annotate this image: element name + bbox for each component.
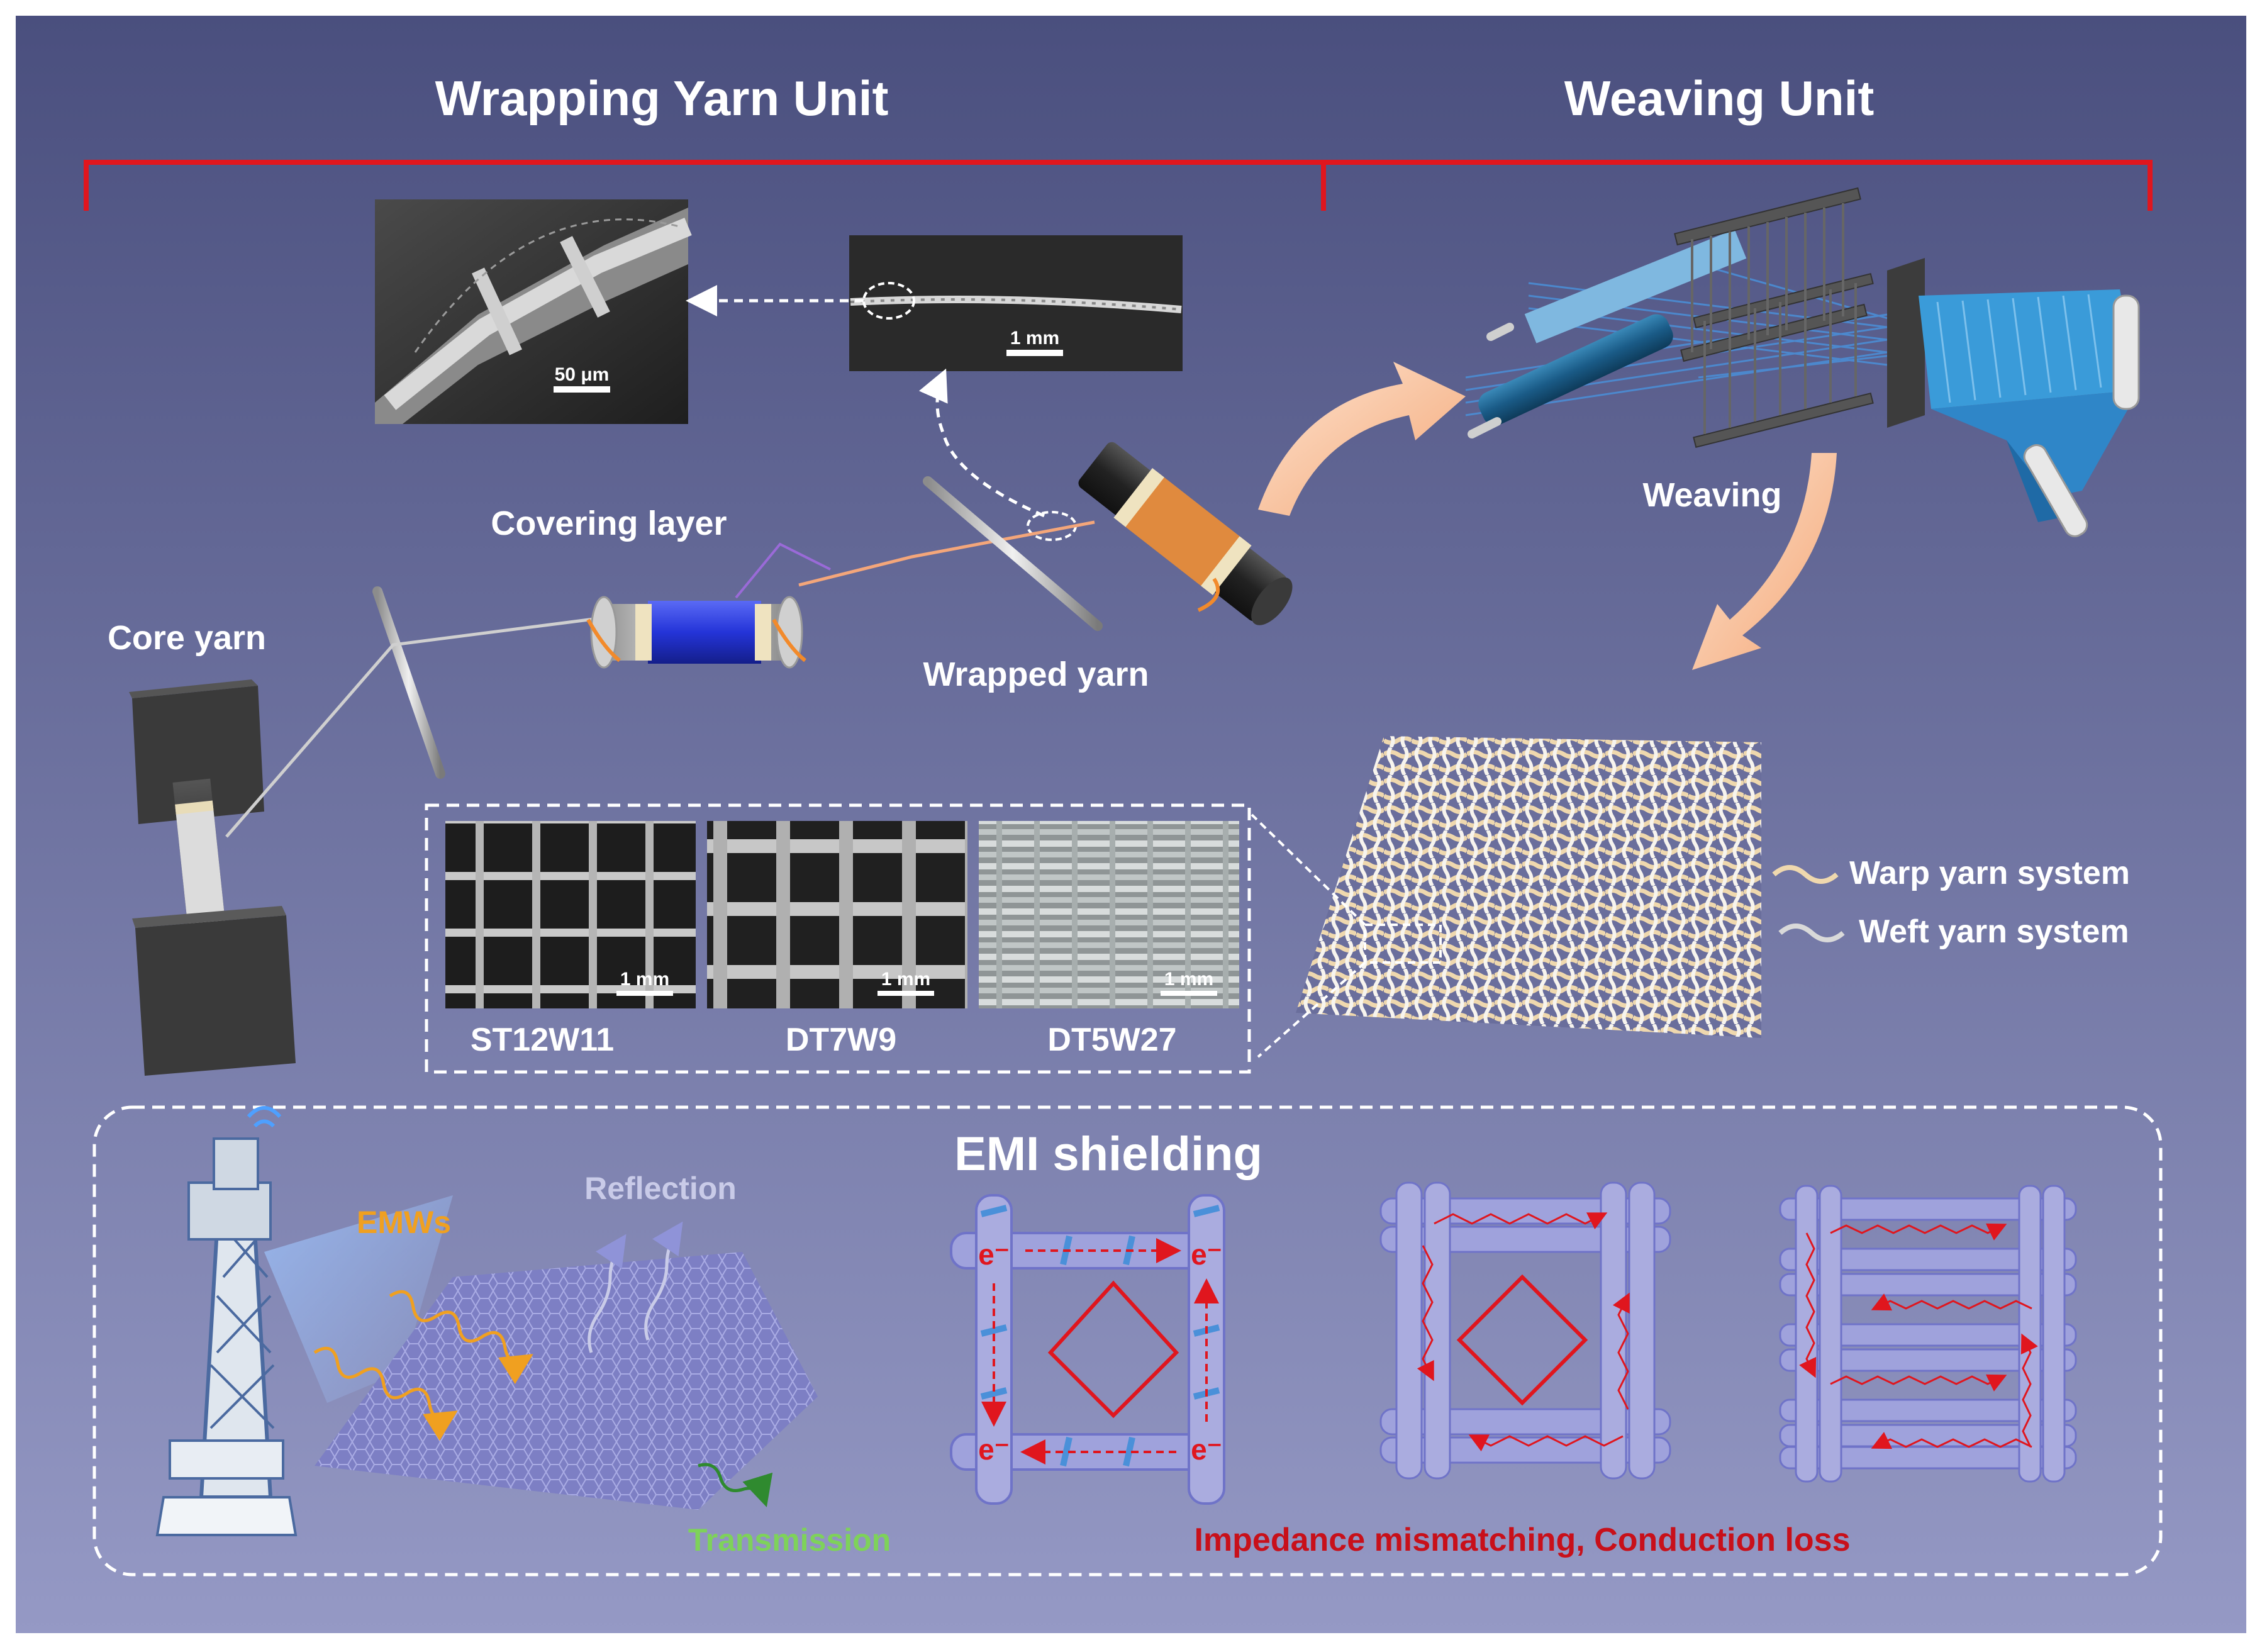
emws-label: EMWs [357, 1205, 451, 1240]
samples-frame [425, 803, 1251, 1074]
mechanism-double-yarn [1379, 1181, 1671, 1480]
covering-yarn-path [735, 542, 831, 599]
section-bracket [84, 160, 2153, 211]
electron-label-3: e⁻ [978, 1433, 1010, 1466]
flow-arrow-to-weaving [1258, 362, 1466, 516]
wrapped-yarn-path [798, 520, 1095, 587]
weft-legend-swatch [1778, 924, 1845, 942]
cell-tower [155, 1106, 453, 1536]
weaving-label: Weaving [1642, 476, 1781, 514]
mechanism-dense-yarn [1779, 1185, 2077, 1483]
rotation-indicator [1197, 578, 1220, 612]
emi-frame [92, 1105, 2163, 1577]
reflected-wave-2 [644, 1221, 683, 1341]
incident-wave-2 [313, 1346, 458, 1441]
sample-name-3: DT5W27 [1047, 1022, 1176, 1058]
emi-shielding-title: EMI shielding [954, 1127, 1262, 1181]
fabric-zoom-box [1364, 924, 1442, 964]
wrapped-yarn-label: Wrapped yarn [923, 656, 1149, 693]
optical-yarn-micrograph: 1 mm [849, 235, 1183, 371]
sample-name-2: DT7W9 [786, 1022, 896, 1058]
transmitted-wave [698, 1463, 773, 1507]
electron-label-4: e⁻ [1191, 1433, 1222, 1466]
sample-dt5w27: 1 mm DT5W27 [979, 821, 1239, 1058]
zoom-arrow-optical [918, 368, 1045, 518]
mechanism-label: Impedance mismatching, Conduction loss [1194, 1522, 1850, 1558]
covering-layer-label: Covering layer [491, 505, 727, 542]
core-yarn-label: Core yarn [108, 619, 266, 657]
sample-dt7w9: 1 mm DT7W9 [707, 821, 967, 1058]
core-yarn-bobbin [129, 679, 296, 1076]
sample-scale-label-2: 1 mm [881, 969, 930, 990]
sample-scale-label-1: 1 mm [620, 969, 669, 990]
guide-rod-1 [372, 586, 445, 779]
covering-layer-spindle [586, 596, 806, 669]
core-yarn-path [225, 615, 614, 838]
take-up-roller [1078, 442, 1293, 625]
weaving-unit-title: Weaving Unit [1564, 70, 1875, 126]
sem-scale-bar-label: 50 μm [555, 364, 610, 385]
sem-micrograph: 50 μm [375, 199, 692, 424]
electron-label-2: e⁻ [1191, 1238, 1222, 1271]
reflection-label: Reflection [584, 1171, 737, 1206]
sample-name-1: ST12W11 [471, 1022, 614, 1058]
fabric-zoom-line-top [1251, 813, 1366, 926]
wrapping-yarn-unit-title: Wrapping Yarn Unit [435, 70, 889, 126]
transmission-label: Transmission [688, 1522, 891, 1558]
fabric-zoom-line-bottom [1257, 961, 1366, 1058]
shielding-fabric-sheet [315, 1252, 818, 1510]
mechanism-single-yarn: e⁻ e⁻ e⁻ e⁻ [950, 1194, 1225, 1505]
electron-label-1: e⁻ [978, 1238, 1010, 1271]
loom-illustration [1465, 187, 2140, 537]
warp-legend-label: Warp yarn system [1849, 855, 2130, 891]
flow-arrow-to-fabric [1692, 453, 1837, 670]
weft-legend-label: Weft yarn system [1859, 913, 2129, 950]
sample-scale-label-3: 1 mm [1164, 969, 1213, 990]
incident-wave-1 [389, 1290, 533, 1385]
warp-legend-swatch [1772, 865, 1839, 884]
guide-rod-2 [923, 476, 1103, 631]
reflected-wave-1 [588, 1234, 627, 1353]
optical-scale-bar-label: 1 mm [1010, 328, 1059, 349]
sample-st12w11: 1 mm ST12W11 [445, 821, 696, 1058]
